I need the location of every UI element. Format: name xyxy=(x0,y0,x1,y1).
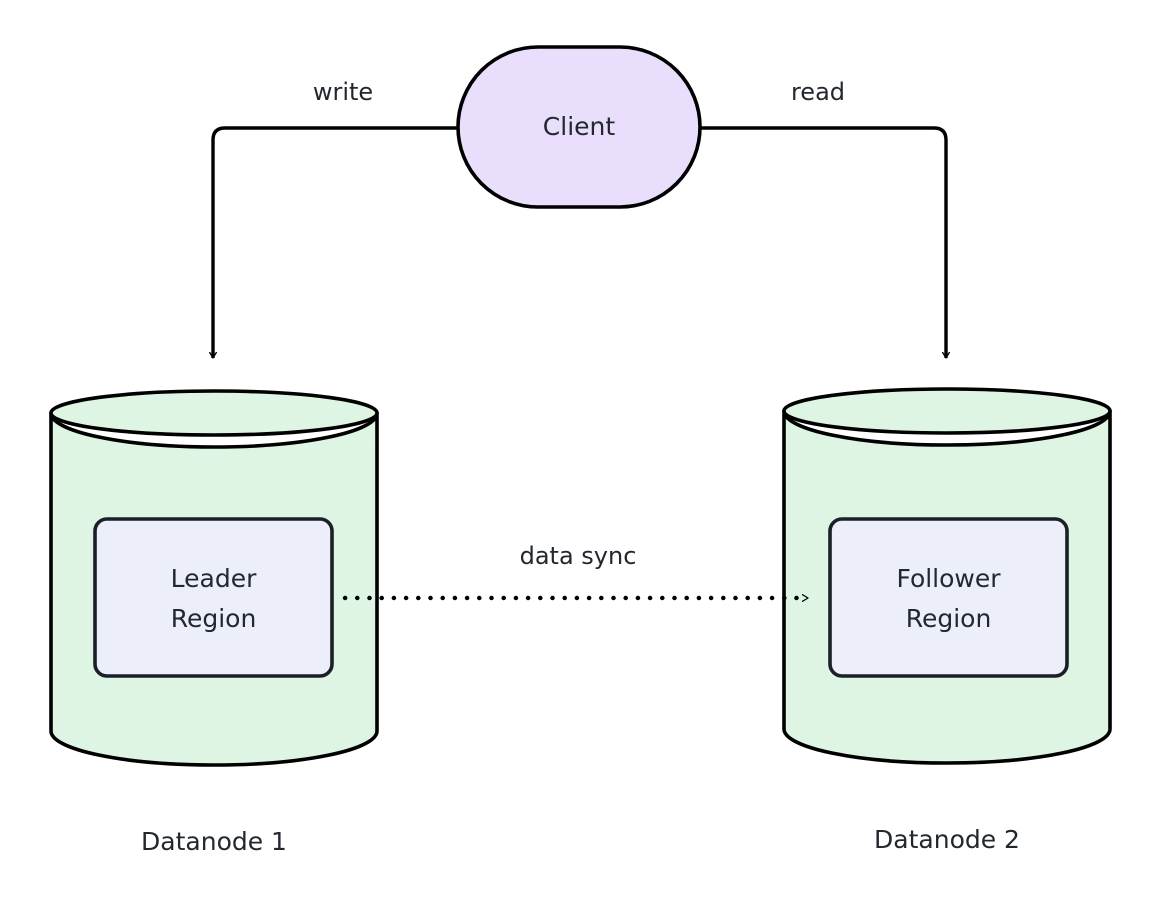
edge-data-sync: data sync xyxy=(342,542,811,598)
node-datanode1[interactable]: Leader Region Datanode 1 xyxy=(49,389,379,856)
data-sync-edge-label: data sync xyxy=(520,542,637,570)
leader-region-label-line2: Region xyxy=(171,604,257,633)
edge-write: write xyxy=(213,78,458,358)
read-edge-label: read xyxy=(791,78,845,106)
client-shape xyxy=(456,45,702,209)
read-edge-path xyxy=(700,126,946,358)
client-label: Client xyxy=(543,112,616,141)
datanode2-caption: Datanode 2 xyxy=(874,825,1020,854)
follower-region-label-line2: Region xyxy=(906,604,992,633)
follower-region-box xyxy=(828,517,1069,678)
write-edge-label: write xyxy=(313,78,373,106)
follower-region-label-line1: Follower xyxy=(896,564,1001,593)
edge-read: read xyxy=(700,78,946,358)
leader-region-label-line1: Leader xyxy=(171,564,257,593)
write-edge-path xyxy=(213,126,458,358)
node-client[interactable]: Client xyxy=(456,45,702,209)
leader-region-box xyxy=(93,517,334,678)
datanode2-inner-region[interactable]: Follower Region xyxy=(828,517,1069,678)
datanode1-inner-region[interactable]: Leader Region xyxy=(93,517,334,678)
datanode2-cylinder-top xyxy=(782,387,1112,435)
datanode1-cylinder-top xyxy=(49,389,379,437)
node-datanode2[interactable]: Follower Region Datanode 2 xyxy=(782,387,1112,854)
datanode1-caption: Datanode 1 xyxy=(141,827,287,856)
